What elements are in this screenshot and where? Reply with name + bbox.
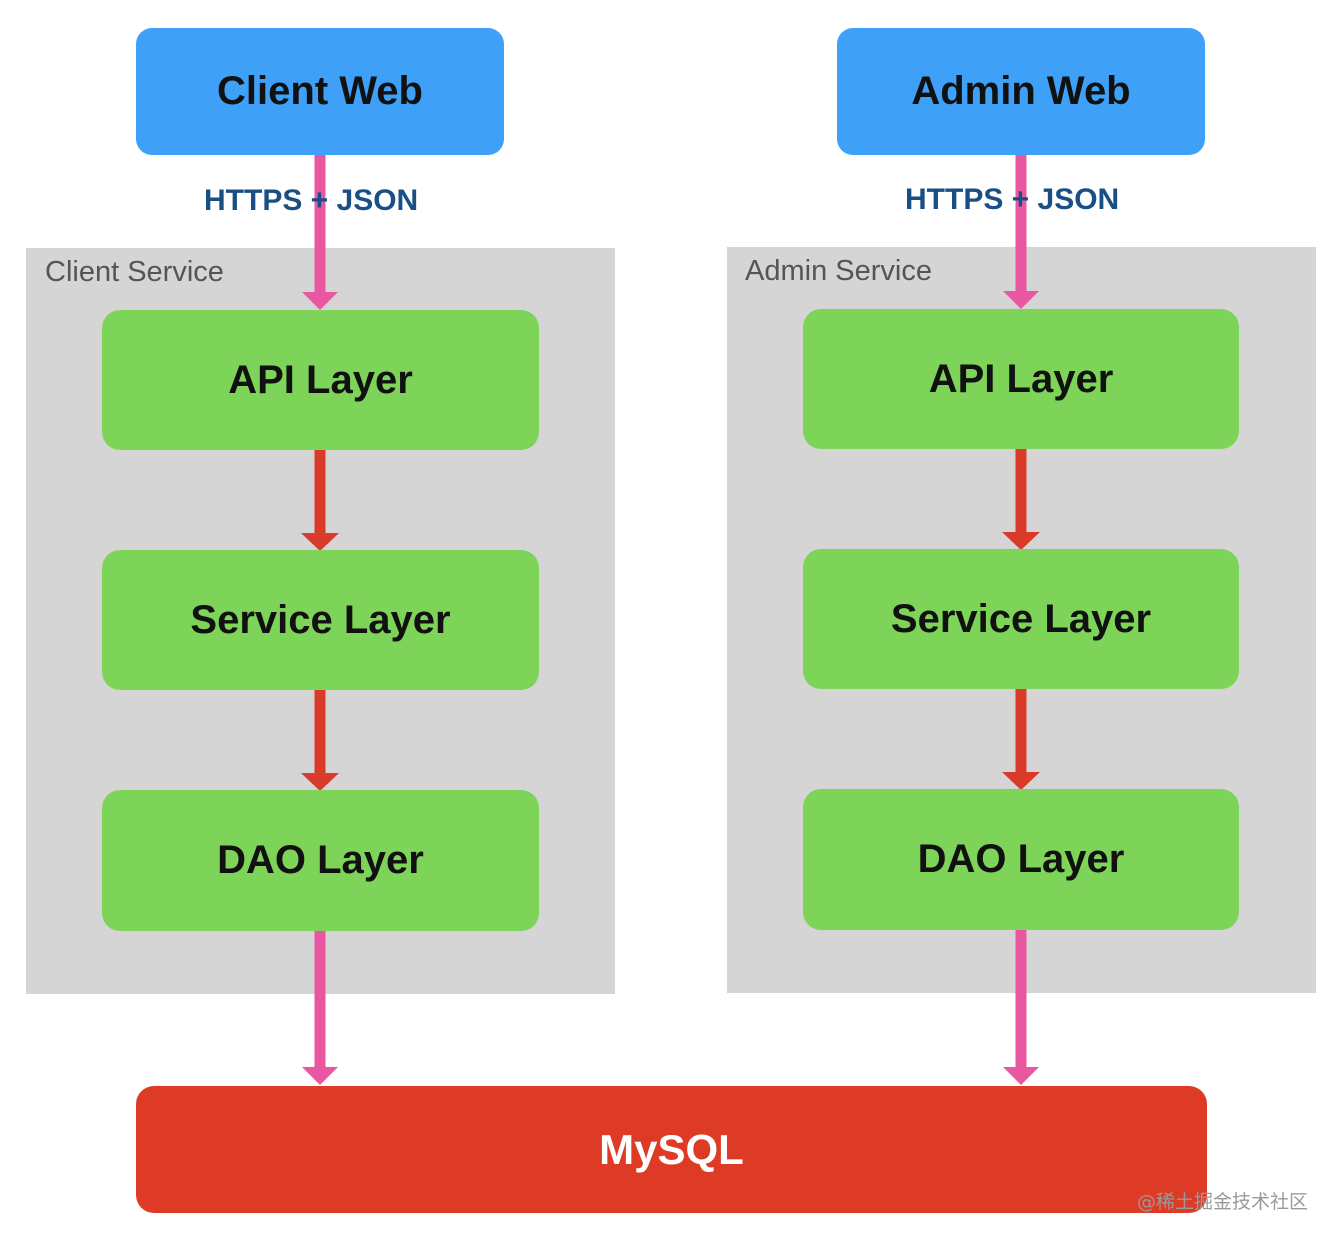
client-web-to-api-arrowhead — [302, 292, 338, 310]
client-web-box: Client Web — [136, 28, 504, 155]
admin-service-layer-box: Service Layer — [803, 549, 1239, 689]
client-dao-layer-box: DAO Layer — [102, 790, 539, 931]
admin-api-layer-box: API Layer — [803, 309, 1239, 449]
admin-dao-to-mysql-arrowhead — [1003, 1067, 1039, 1085]
admin-api-to-service-arrowhead — [1002, 532, 1040, 550]
client-api-layer-box: API Layer — [102, 310, 539, 450]
client-service-label: Client Service — [45, 256, 224, 288]
admin-service-label: Admin Service — [745, 255, 932, 287]
client-service-to-dao-arrowhead — [301, 773, 339, 791]
client-api-to-service-arrowhead — [301, 533, 339, 551]
admin-service-to-dao-arrowhead — [1002, 772, 1040, 790]
watermark: @稀土掘金技术社区 — [1136, 1191, 1308, 1213]
admin-web-to-api-arrowhead — [1003, 291, 1039, 309]
mysql-database-box: MySQL — [136, 1086, 1207, 1213]
client-protocol-label: HTTPS + JSON — [204, 184, 419, 217]
admin-web-box: Admin Web — [837, 28, 1205, 155]
client-dao-to-mysql-arrowhead — [302, 1067, 338, 1085]
admin-dao-layer-box: DAO Layer — [803, 789, 1239, 930]
client-service-layer-box: Service Layer — [102, 550, 539, 690]
admin-protocol-label: HTTPS + JSON — [905, 183, 1120, 216]
